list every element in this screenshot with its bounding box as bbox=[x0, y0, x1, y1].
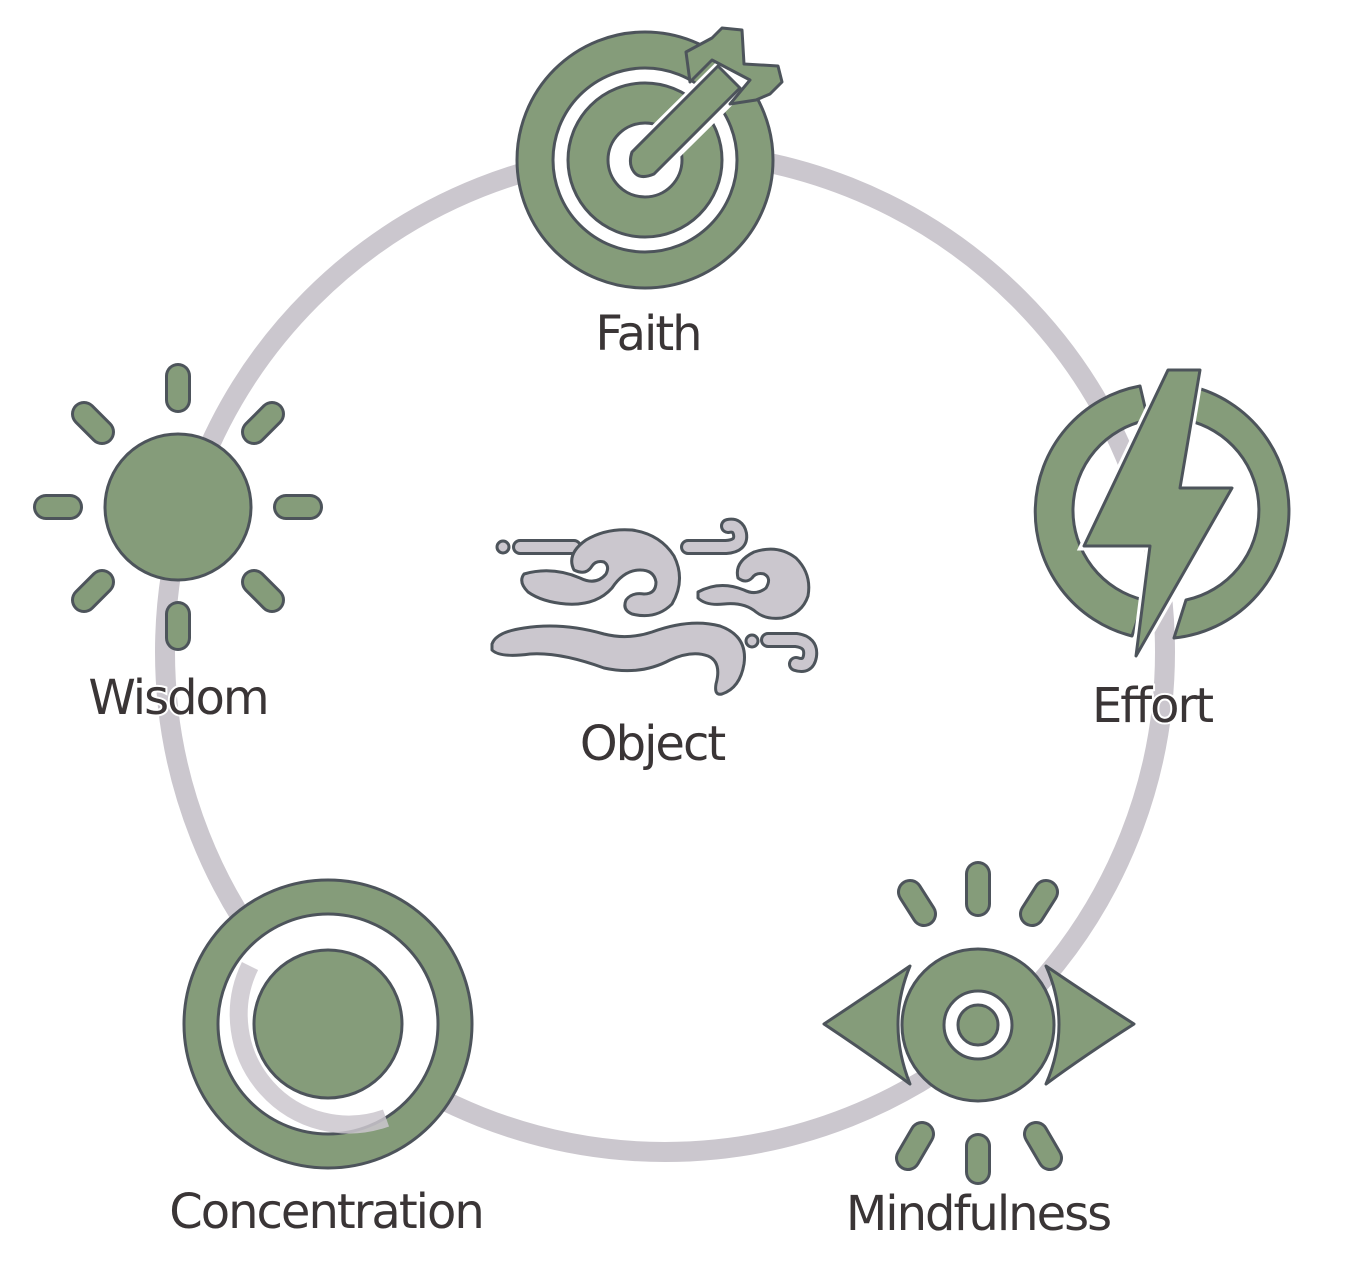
wisdom-label: Wisdom bbox=[88, 670, 267, 726]
power-bolt-icon bbox=[1033, 365, 1291, 659]
sun-icon bbox=[33, 363, 323, 651]
target-arrow-icon bbox=[515, 26, 784, 290]
mindfulness-node: Mindfulness bbox=[822, 861, 1136, 1244]
mindfulness-label: Mindfulness bbox=[846, 1186, 1110, 1242]
effort-label: Effort bbox=[1092, 678, 1213, 734]
faith-label: Faith bbox=[595, 306, 700, 362]
bullseye-icon bbox=[182, 878, 474, 1170]
faith-node: Faith bbox=[515, 26, 784, 364]
object-label: Object bbox=[580, 716, 726, 772]
object-node: Object bbox=[490, 517, 819, 774]
wisdom-node: Wisdom bbox=[33, 363, 323, 728]
effort-node: Effort bbox=[1033, 365, 1291, 736]
concentration-label: Concentration bbox=[169, 1184, 483, 1240]
concentration-node: Concentration bbox=[167, 878, 487, 1242]
wind-icon bbox=[490, 517, 819, 696]
eye-icon bbox=[822, 861, 1136, 1185]
